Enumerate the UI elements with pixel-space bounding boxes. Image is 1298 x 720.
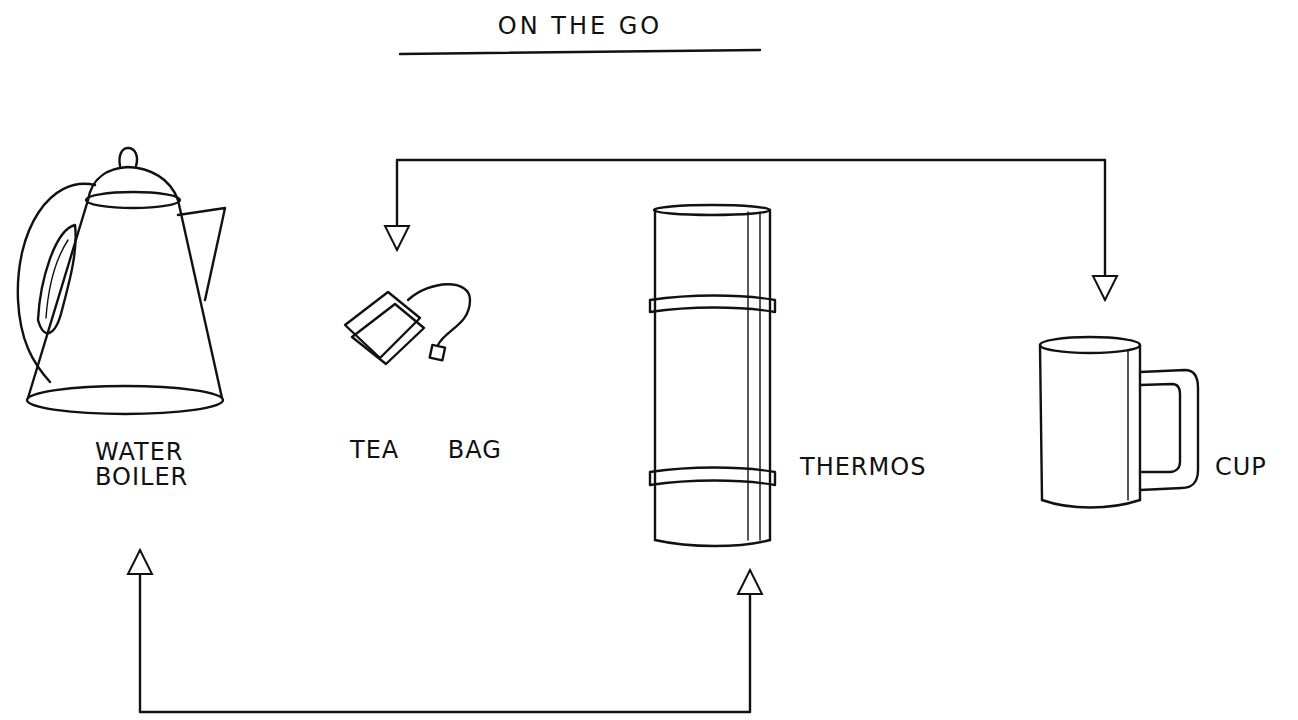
item-label: TEA BAG: [350, 438, 565, 463]
thermos-drawing-stroke: [655, 540, 770, 546]
thermos-drawing-stroke: [759, 212, 760, 540]
kettle-drawing-stroke: [178, 200, 222, 398]
cup-drawing-stroke: [1140, 370, 1198, 490]
kettle-drawing: [18, 148, 225, 414]
thermos-drawing-stroke: [769, 210, 771, 540]
sketch-item: CUP: [1035, 300, 1290, 515]
bracket-arrow: [397, 160, 1105, 300]
cup-drawing: [1040, 337, 1198, 508]
item-label: WATER BOILER: [95, 440, 220, 490]
cup-drawing-stroke: [1040, 337, 1140, 353]
kettle-drawing-stroke: [27, 386, 223, 414]
teabag-drawing-stroke: [345, 292, 420, 358]
teabag-drawing-stroke: [430, 345, 445, 360]
item-label: THERMOS: [800, 455, 970, 480]
cup-drawing-stroke: [1127, 350, 1128, 500]
cup-drawing-stroke: [1139, 345, 1141, 500]
thermos-drawing-stroke: [650, 468, 775, 486]
cup-drawing-stroke: [1042, 500, 1140, 508]
kettle-drawing-stroke: [38, 225, 76, 333]
sketch-item: THERMOS: [650, 205, 975, 570]
thermos-drawing-stroke: [747, 212, 748, 540]
kettle-drawing-stroke: [178, 208, 225, 300]
teabag-drawing-stroke: [408, 284, 470, 345]
item-label: CUP: [1215, 455, 1285, 480]
kettle-drawing-stroke: [18, 184, 95, 382]
kettle-drawing-stroke: [46, 240, 68, 318]
thermos-drawing: [650, 205, 775, 546]
thermos-drawing-stroke: [654, 205, 770, 215]
thermos-drawing-stroke: [654, 210, 656, 540]
title-underline: [400, 50, 760, 54]
diagram-title: ON THE GO: [400, 12, 760, 40]
thermos-drawing-stroke: [650, 296, 775, 313]
kettle-drawing-stroke: [28, 200, 88, 398]
teabag-drawing: [345, 284, 470, 364]
sketch-item: WATER BOILER: [20, 140, 255, 550]
teabag-drawing-stroke: [352, 304, 424, 364]
cup-drawing-stroke: [1040, 345, 1042, 500]
bracket-arrow: [140, 550, 750, 712]
title-underline-stroke: [400, 50, 760, 54]
kettle-drawing-stroke: [119, 148, 137, 166]
kettle-drawing-stroke: [86, 192, 180, 208]
sketch-item: TEA BAG: [340, 250, 570, 480]
cup-drawing-stroke: [1140, 384, 1180, 472]
